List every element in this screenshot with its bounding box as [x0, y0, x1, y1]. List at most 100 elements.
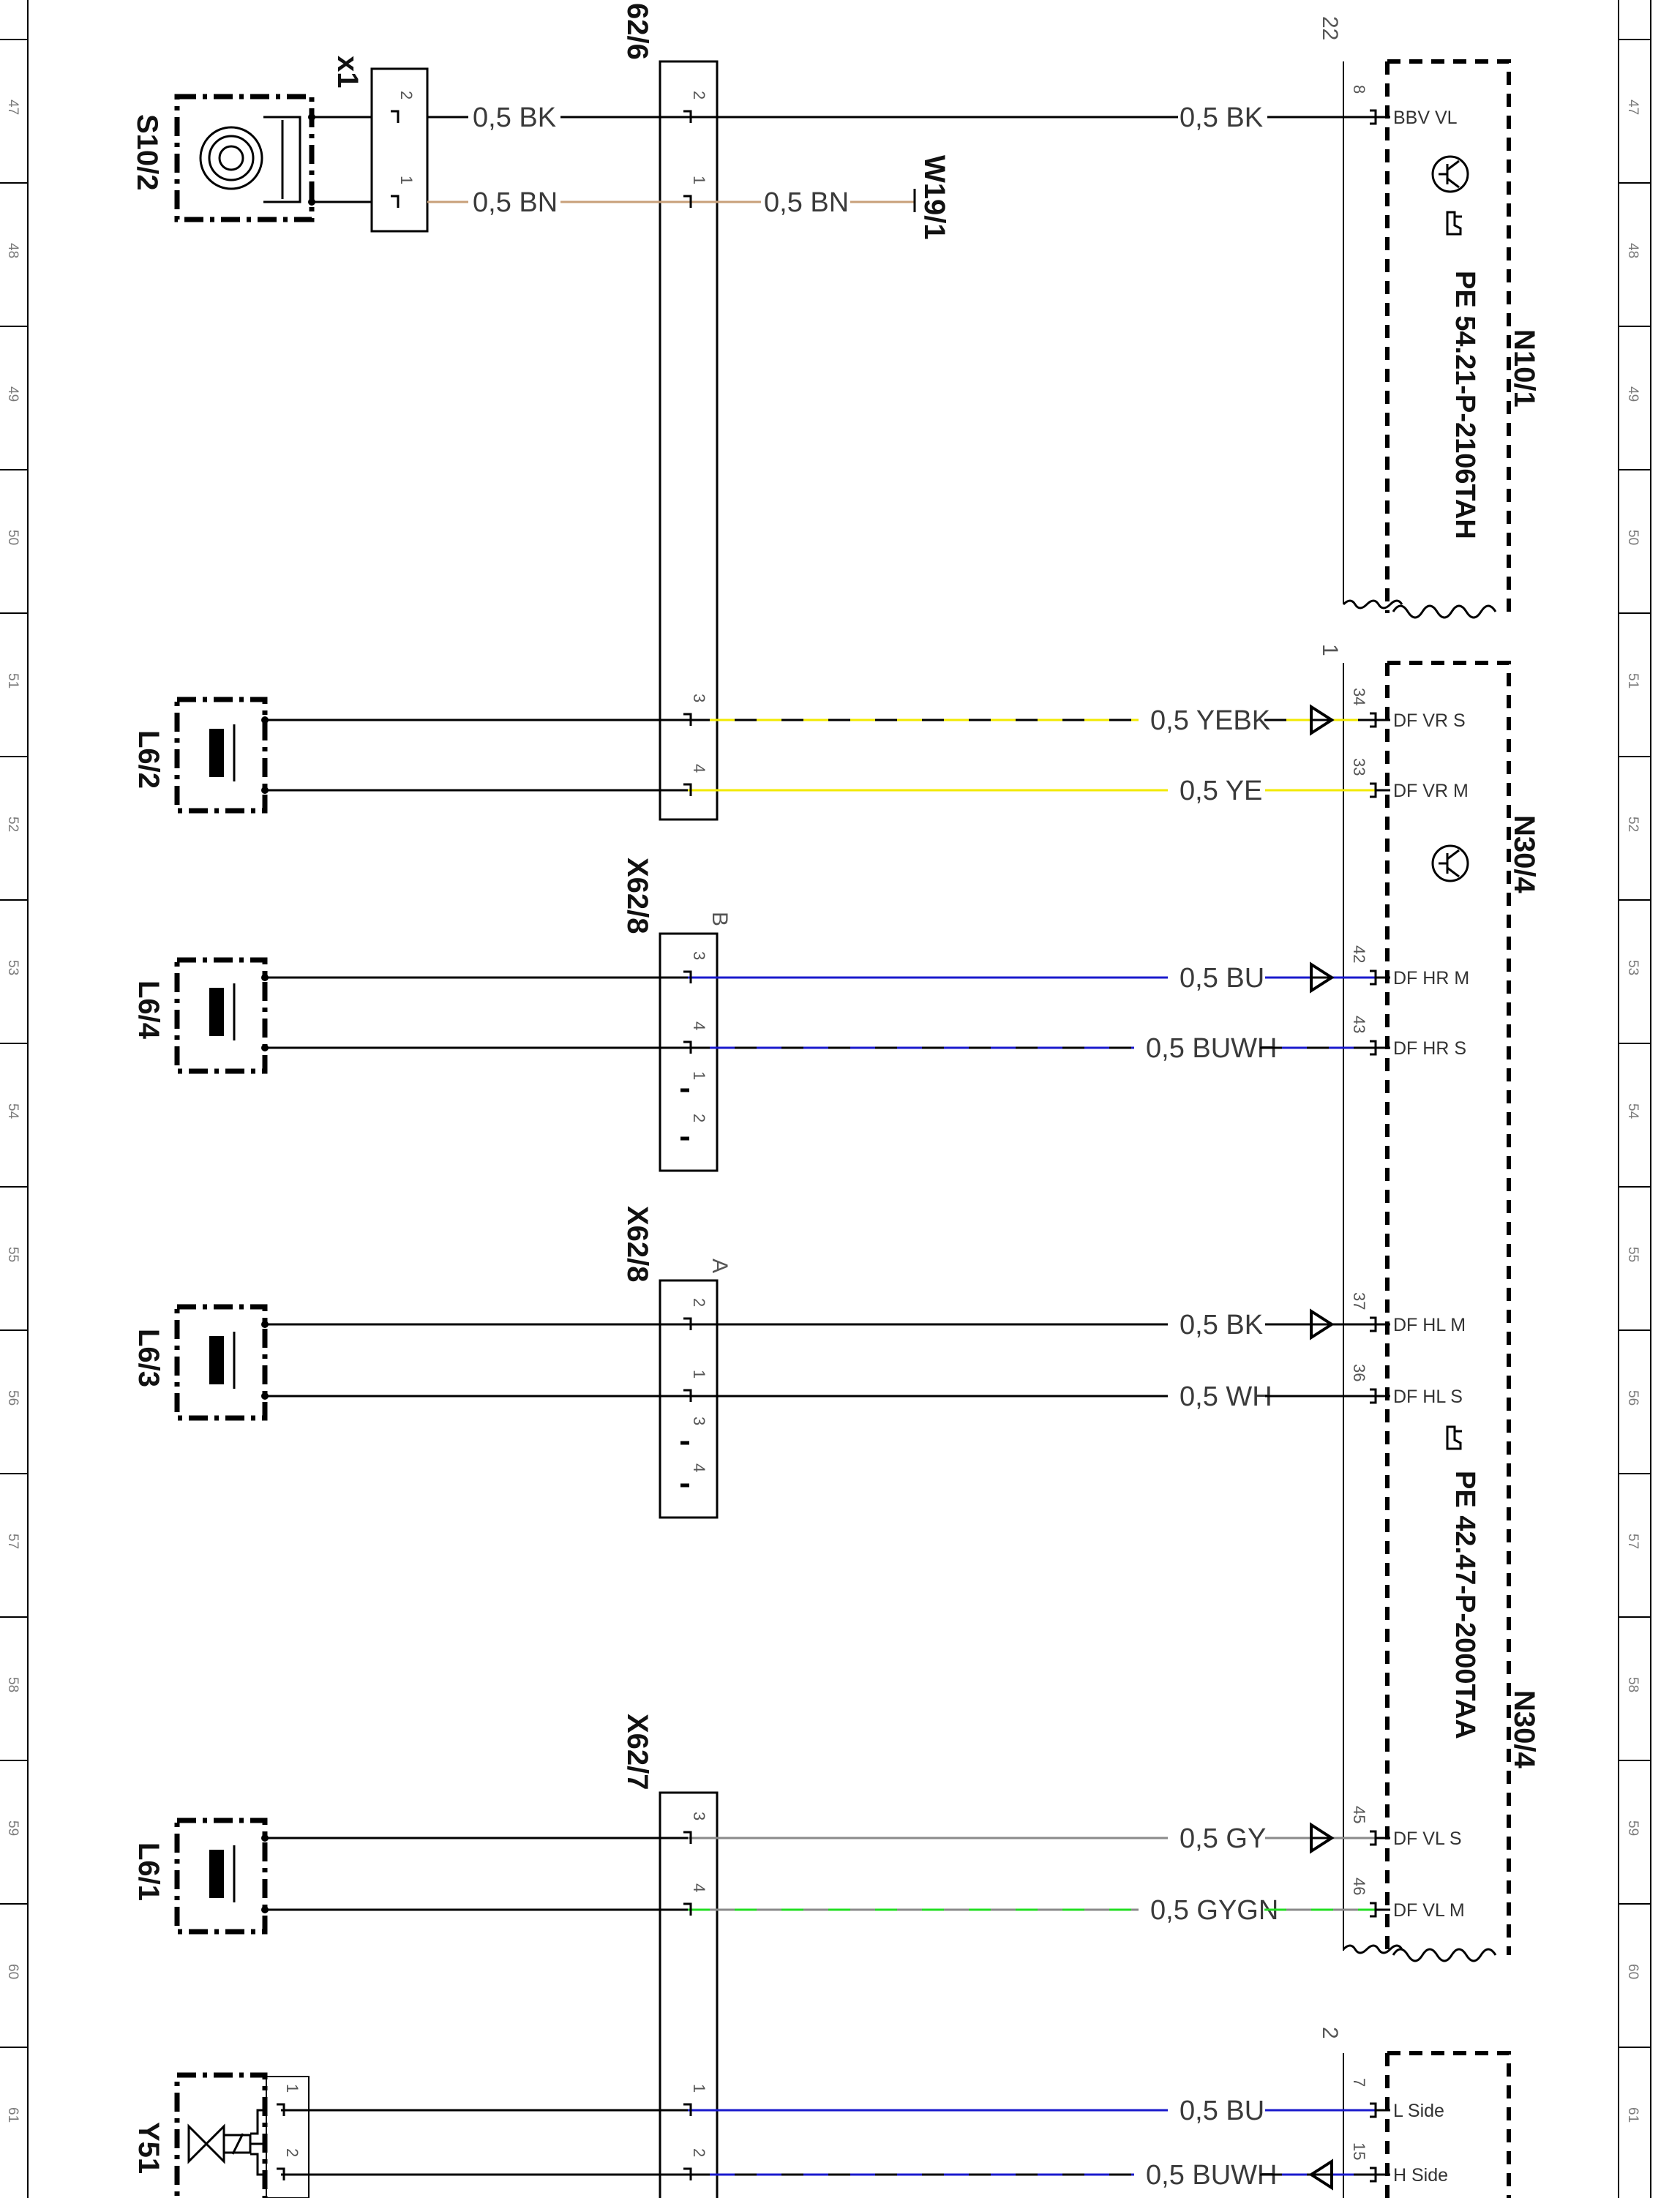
connector-x62-6-label: 62/6 — [621, 3, 653, 60]
component-l6-4: L6/4 — [132, 957, 269, 1074]
ground-w19-1: W19/1 — [913, 155, 950, 240]
component-y51: Y51 — [132, 2072, 268, 2198]
pin-contact — [683, 970, 692, 983]
pin-number: 33 — [1350, 758, 1368, 776]
pin-number: 45 — [1350, 1806, 1368, 1823]
pe-ref-n30-4: PE 42.47-P-2000TAA — [1450, 1471, 1480, 1739]
ruler-label: 48 — [5, 243, 20, 258]
pin-contact — [683, 195, 692, 208]
component-l6-1: L6/1 — [132, 1818, 269, 1935]
pin-number: 2 — [690, 1114, 708, 1122]
ruler-label: 58 — [5, 1677, 20, 1692]
ruler-label: 60 — [5, 1964, 20, 1979]
ruler-label: 56 — [5, 1390, 20, 1406]
ruler-label: 52 — [1625, 817, 1640, 832]
pin-contact — [277, 2167, 285, 2180]
pin-number: 46 — [1350, 1878, 1368, 1895]
ruler-label: 48 — [1625, 243, 1640, 258]
component-l6-2: L6/2 — [132, 697, 269, 814]
ruler-label: 58 — [1625, 1677, 1640, 1692]
component-l6-3: L6/3 — [132, 1304, 269, 1421]
connector-x62-6-body — [659, 60, 719, 821]
pin-contact — [391, 110, 400, 123]
connector-x62-8b-suffix: B — [708, 912, 732, 926]
connector-x62-8a-suffix: A — [708, 1259, 732, 1273]
pin-contact — [683, 1902, 692, 1916]
connector-x1-label: x1 — [331, 56, 364, 89]
pin-number: 2 — [397, 91, 416, 100]
ruler-label: 47 — [1625, 100, 1640, 115]
wire-label: 0,5 BK — [473, 102, 556, 133]
wire-label: 0,5 YE — [1180, 776, 1262, 806]
ruler-label: 61 — [1625, 2107, 1640, 2123]
module-signal-name: BBV VL — [1393, 108, 1458, 128]
pin-number: 4 — [690, 1463, 708, 1472]
component-l6-1-name: L6/1 — [132, 1842, 165, 1901]
ruler-label: 55 — [5, 1247, 20, 1262]
wire-label: 0,5 BN — [473, 187, 558, 218]
module-n30-4-connector: 1 — [1318, 644, 1342, 656]
ruler-label: 55 — [1625, 1247, 1640, 1262]
ruler-label: 57 — [1625, 1534, 1640, 1549]
pin-number: 1 — [283, 2084, 301, 2093]
pin-number: 43 — [1350, 1016, 1368, 1033]
pin-number: 4 — [690, 1883, 708, 1892]
transistor-icon — [1431, 844, 1469, 882]
module-signal-name: DF HL M — [1393, 1315, 1466, 1335]
pin-contact — [683, 110, 692, 123]
module-n10-1-connector: 22 — [1318, 16, 1342, 40]
connector-x62-8a-label: X62/8 — [621, 1206, 653, 1283]
frame — [27, 0, 1651, 2198]
module-signal-name: DF VL M — [1393, 1900, 1465, 1921]
wire-label: 0,5 WH — [1180, 1381, 1272, 1412]
wire-label: 0,5 BU — [1180, 963, 1264, 994]
component-l6-3-name: L6/3 — [132, 1329, 165, 1387]
ruler-label: 56 — [1625, 1390, 1640, 1406]
ruler-label: 53 — [1625, 960, 1640, 975]
pin-number: 4 — [690, 764, 708, 773]
ruler-label: 54 — [5, 1103, 20, 1119]
wire-label: 0,5 GYGN — [1150, 1895, 1278, 1926]
ruler-label: 53 — [5, 960, 20, 975]
wire-label: 0,5 YEBK — [1150, 705, 1270, 736]
connector-x62-7-label: X62/7 — [621, 1714, 653, 1790]
wire-label: 0,5 BUWH — [1146, 2160, 1277, 2191]
pin-number: 2 — [283, 2148, 301, 2157]
module-n30-4-name-b: N30/4 — [1508, 1690, 1540, 1768]
pin-number: 2 — [690, 1298, 708, 1307]
wire-label: 0,5 GY — [1180, 1823, 1266, 1854]
ruler-label: 54 — [1625, 1103, 1640, 1119]
pin-number: 1 — [690, 1071, 708, 1080]
module-signal-name: DF VL S — [1393, 1828, 1462, 1849]
pin-number: 2 — [690, 91, 708, 100]
ruler-label: 50 — [5, 530, 20, 545]
module-n30-4-name-a: N30/4 — [1508, 815, 1540, 893]
pin-contact — [277, 2103, 285, 2116]
connector-x62-7-body — [659, 1791, 719, 2198]
hand-pointer-icon — [1446, 1425, 1462, 1450]
ruler-label: 52 — [5, 817, 20, 832]
module-signal-name: DF VR M — [1393, 781, 1469, 801]
pin-number: 15 — [1350, 2142, 1368, 2160]
component-s10-2-name: S10/2 — [131, 114, 163, 191]
ruler-label: 59 — [5, 1820, 20, 1836]
wire-label: 0,5 BK — [1180, 1310, 1263, 1340]
module-signal-name: DF HR M — [1393, 968, 1469, 989]
ruler-label: 60 — [1625, 1964, 1640, 1979]
pin-contact — [683, 2103, 692, 2116]
ruler-label: 47 — [5, 100, 20, 115]
pin-number: 8 — [1350, 85, 1368, 94]
pin-contact — [683, 1040, 692, 1054]
ruler-label: 57 — [5, 1534, 20, 1549]
pin-number: 36 — [1350, 1364, 1368, 1381]
pin-number: 1 — [690, 176, 708, 184]
module-signal-name: DF VR S — [1393, 710, 1466, 731]
ruler-label: 59 — [1625, 1820, 1640, 1836]
pin-contact — [683, 1317, 692, 1330]
pin-number: 3 — [690, 1417, 708, 1425]
pin-number: 3 — [690, 694, 708, 702]
ground-w19-1-name: W19/1 — [918, 155, 950, 240]
